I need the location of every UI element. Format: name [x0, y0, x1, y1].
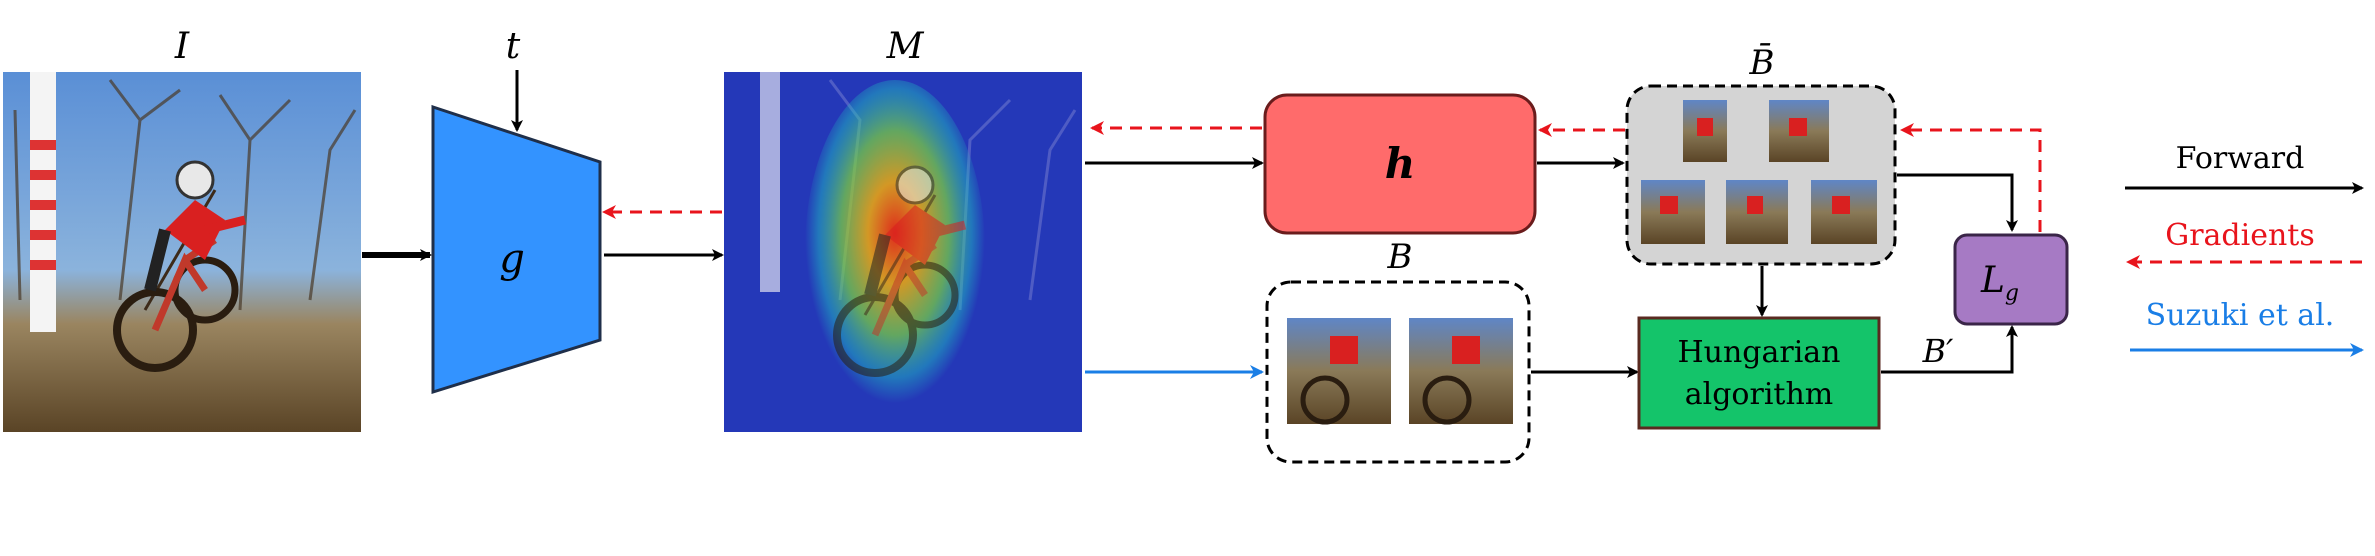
hungarian-label-line1: Hungarian	[1677, 335, 1840, 370]
loss-label-main: L	[1980, 260, 2005, 301]
predicted-crops	[1641, 100, 1877, 244]
loss-label: Lg	[1980, 260, 2019, 306]
hungarian-to-loss-arrow	[1881, 325, 2018, 374]
hungarian-label-line2: algorithm	[1685, 377, 1834, 412]
head-block	[1263, 93, 1537, 235]
target-crops	[1287, 318, 1513, 425]
boxes-bar-label: B̄	[1749, 42, 1775, 83]
head-label: h	[1385, 139, 1416, 188]
loss-label-sub: g	[2005, 281, 2019, 306]
mask-label: M	[886, 26, 925, 67]
gradient-arrow-loss	[1900, 123, 2042, 232]
mask-image	[724, 72, 1082, 432]
image-label: I	[174, 26, 190, 67]
predicted-to-loss-arrow	[1897, 173, 2018, 232]
boxes-label: B	[1387, 237, 1413, 277]
legend-suzuki-label: Suzuki et al.	[2146, 298, 2335, 333]
text-input-label: t	[506, 26, 521, 67]
encoder-block	[431, 104, 602, 395]
encoder-label: g	[499, 236, 525, 282]
boxes-prime-label: B′	[1922, 332, 1955, 370]
legend: Forward Gradients Suzuki et al.	[2125, 141, 2364, 357]
hungarian-block	[1637, 316, 1881, 430]
legend-forward-label: Forward	[2176, 141, 2305, 176]
input-image	[3, 72, 361, 432]
loss-block	[1953, 233, 2069, 326]
legend-gradients-label: Gradients	[2165, 218, 2315, 253]
